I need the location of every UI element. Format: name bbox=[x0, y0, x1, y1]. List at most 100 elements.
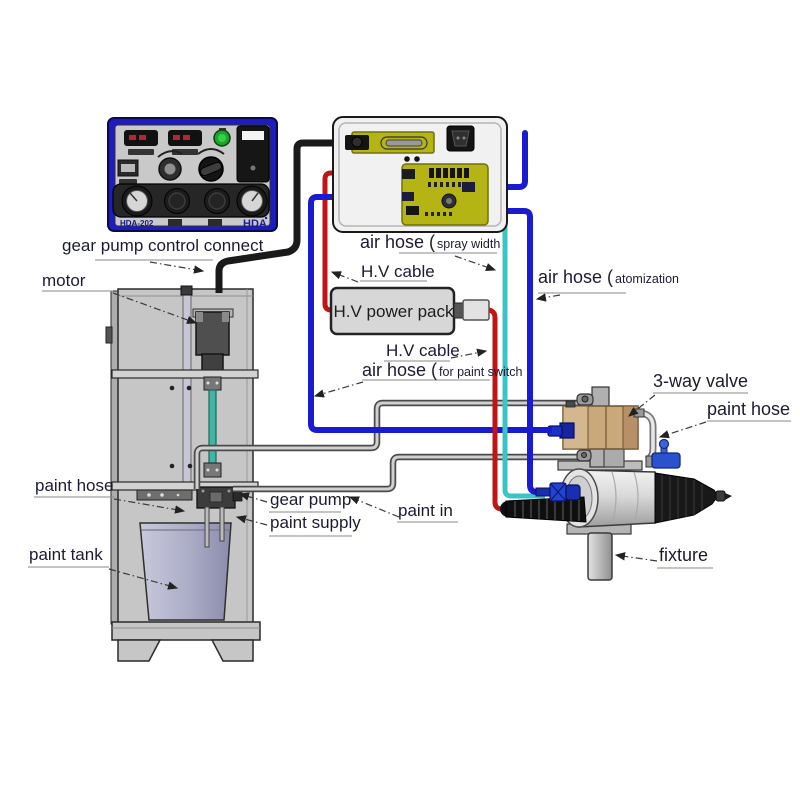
label-paint-tank: paint tank bbox=[29, 545, 103, 564]
label-three-way-valve: 3-way valve bbox=[653, 371, 749, 391]
motor-tab-right bbox=[222, 312, 229, 322]
case-screw bbox=[414, 156, 420, 162]
nozzle-tip bbox=[715, 490, 726, 502]
mini-display-caption bbox=[119, 179, 137, 184]
label-motor: motor bbox=[42, 271, 86, 290]
leader-paint-hose-left bbox=[113, 498, 186, 514]
selector-wing bbox=[200, 161, 222, 177]
panel-brand-text: HDA bbox=[243, 218, 267, 230]
label-paint-hose-left: paint hose bbox=[35, 476, 114, 495]
gear-pump-control-panel: HDA-202 HDA bbox=[107, 117, 278, 232]
face-bolt bbox=[169, 385, 175, 391]
knurl-pattern bbox=[550, 483, 566, 501]
control-box-inner-line bbox=[338, 122, 502, 227]
leader-hv-cable-top bbox=[330, 271, 359, 283]
shaft-coupling-top bbox=[203, 376, 222, 391]
hv-output-terminal bbox=[402, 169, 415, 179]
leader-paint-tank bbox=[108, 568, 179, 590]
pump-bolt bbox=[227, 489, 231, 493]
stand-shelf-upper bbox=[111, 369, 259, 379]
label-air-hose-paint-switch-sub: for paint switch bbox=[439, 365, 523, 379]
rear-cable-sleeve bbox=[505, 496, 587, 523]
coupling-bolt bbox=[206, 381, 210, 385]
plug-collar bbox=[351, 136, 363, 148]
paint-stand bbox=[105, 285, 261, 662]
motor-tab-left bbox=[196, 312, 203, 322]
nozzle-point bbox=[725, 493, 732, 500]
stand-side-tab bbox=[105, 326, 113, 344]
knob-scale-arc bbox=[157, 150, 183, 158]
panel-model-text: HDA-202 bbox=[120, 219, 154, 228]
air-output-terminal-left bbox=[402, 192, 414, 201]
leader-gear-pump bbox=[238, 492, 268, 503]
annotations bbox=[28, 252, 791, 590]
led-digits bbox=[183, 135, 190, 140]
leader-lines bbox=[108, 255, 707, 590]
panel-caption-bar bbox=[208, 219, 222, 226]
power-indicator-core bbox=[218, 134, 226, 142]
power-pack-connector-neck bbox=[453, 302, 464, 319]
label-paint-in: paint in bbox=[398, 501, 453, 520]
drive-shaft bbox=[208, 389, 217, 469]
gun-body-shading bbox=[633, 471, 639, 524]
paint-in-pipe-core bbox=[233, 455, 581, 491]
board-knob-cap bbox=[446, 198, 452, 204]
shaft-coupling-bottom bbox=[203, 462, 222, 478]
valve-top-tab bbox=[565, 400, 576, 408]
gauge-needle-left bbox=[129, 192, 138, 202]
board-print bbox=[425, 182, 461, 216]
label-hv-power-pack: H.V power pack bbox=[333, 301, 454, 321]
power-inlet-socket bbox=[451, 130, 470, 147]
label-fixture: fixture bbox=[659, 545, 709, 565]
adjust-knob-cap bbox=[164, 163, 176, 175]
gun-inlet-overlays bbox=[500, 482, 587, 523]
gauge-needle-right bbox=[251, 192, 259, 202]
label-air-hose-spray-width-sub: spray width bbox=[437, 237, 501, 251]
paint-pipe-to-valve-outer bbox=[193, 399, 581, 489]
leader-paint-in bbox=[348, 496, 400, 518]
brand-mark-dot bbox=[264, 216, 268, 220]
led-digits bbox=[139, 135, 146, 140]
leader-control-connect bbox=[149, 261, 205, 274]
blue-valve-body bbox=[651, 452, 681, 469]
strip-knob-right-ring bbox=[208, 192, 226, 210]
label-air-hose-paint-switch-main: air hose ( bbox=[362, 360, 438, 380]
paint-pipe-to-valve-core bbox=[195, 401, 581, 489]
label-hv-cable-top: H.V cable bbox=[361, 262, 435, 281]
stand-leg-right bbox=[210, 639, 254, 662]
leader-paint-supply bbox=[235, 515, 268, 526]
air-output-terminal-right bbox=[462, 182, 475, 192]
nose-ribs bbox=[661, 475, 703, 521]
label-hv-cable-bottom: H.V cable bbox=[386, 341, 460, 360]
case-screw bbox=[404, 156, 410, 162]
leader-paint-switch bbox=[313, 381, 364, 398]
spray-gun-assembly bbox=[547, 386, 732, 581]
power-pack-connector bbox=[462, 299, 490, 321]
rail-bolt bbox=[176, 493, 180, 497]
label-air-hose-paint-switch: air hose (for paint switch bbox=[362, 360, 522, 382]
leader-spray-width bbox=[454, 255, 497, 271]
dip-terminals bbox=[429, 168, 469, 178]
coupling-bolt bbox=[215, 468, 219, 472]
hv-cable-bottom-run bbox=[486, 307, 512, 512]
label-air-hose-atomization-main: air hose ( bbox=[538, 267, 614, 287]
switch-label-window bbox=[242, 131, 264, 140]
display-caption-left bbox=[128, 149, 154, 155]
gear-pump-face bbox=[209, 491, 223, 503]
air-inlet-fitting bbox=[565, 484, 581, 501]
label-gear-pump: gear pump bbox=[270, 490, 352, 509]
air-output-terminal-bottom bbox=[406, 206, 419, 215]
leader-three-way-valve bbox=[628, 394, 656, 417]
leader-atomization bbox=[535, 293, 561, 302]
selector-scale-arc bbox=[197, 148, 225, 155]
air-hose-paint-switch-run bbox=[308, 194, 552, 433]
label-underlines bbox=[28, 252, 791, 569]
switch-button bbox=[250, 165, 256, 171]
led-digits bbox=[173, 135, 180, 140]
leader-paint-hose-right bbox=[658, 421, 707, 439]
sleeve-ribs bbox=[514, 497, 580, 521]
paint-pipes bbox=[193, 399, 581, 493]
gear-pump-port bbox=[232, 491, 243, 502]
